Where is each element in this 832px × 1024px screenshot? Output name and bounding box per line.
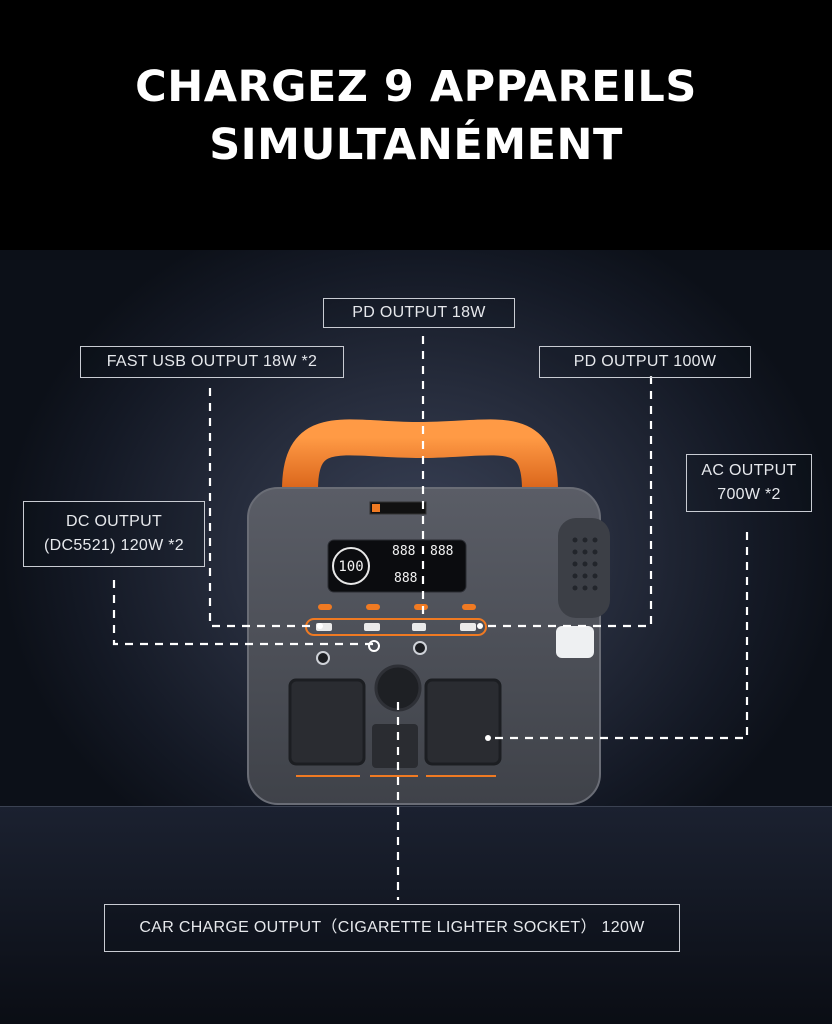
ac-outlet-right xyxy=(424,678,502,766)
product-scene: 100 888 888 888 xyxy=(0,250,832,1024)
headline-banner: CHARGEZ 9 APPAREILS SIMULTANÉMENT xyxy=(0,0,832,250)
power-station-illustration: 100 888 888 888 xyxy=(112,336,749,900)
lcd-battery-value: 100 xyxy=(338,559,363,575)
ac-outlet-left xyxy=(288,678,366,766)
brand-logo xyxy=(369,501,427,515)
leader-lines xyxy=(112,336,749,900)
lcd-input-value: 888 xyxy=(392,544,415,559)
side-vent xyxy=(558,518,610,618)
label-pd-output-100w: PD OUTPUT 100W xyxy=(539,346,751,378)
ac-label-line-1: AC OUTPUT xyxy=(701,462,797,479)
lcd-output-value: 888 xyxy=(430,544,453,559)
ac-label-line-2: 700W *2 xyxy=(717,486,781,503)
dc-port-right xyxy=(413,641,427,655)
dc-label-line-1: DC OUTPUT xyxy=(65,513,163,530)
label-pd-output-18w: PD OUTPUT 18W xyxy=(323,298,515,328)
label-ac-output: AC OUTPUT 700W *2 xyxy=(686,454,812,512)
label-fast-usb-output: FAST USB OUTPUT 18W *2 xyxy=(80,346,344,378)
floor-surface xyxy=(0,806,832,1024)
lcd-bottom-value: 888 xyxy=(394,571,417,586)
label-car-charge-output: CAR CHARGE OUTPUT（CIGARETTE LIGHTER SOCK… xyxy=(104,904,680,952)
dc-label-line-2: (DC5521) 120W *2 xyxy=(44,537,184,554)
side-led-light xyxy=(556,626,594,658)
dc-port-left xyxy=(316,651,330,665)
headline-line-2: SIMULTANÉMENT xyxy=(209,120,623,170)
handle xyxy=(282,419,558,508)
headline-line-1: CHARGEZ 9 APPAREILS xyxy=(135,62,697,112)
label-dc-output: DC OUTPUT (DC5521) 120W *2 xyxy=(23,501,205,567)
